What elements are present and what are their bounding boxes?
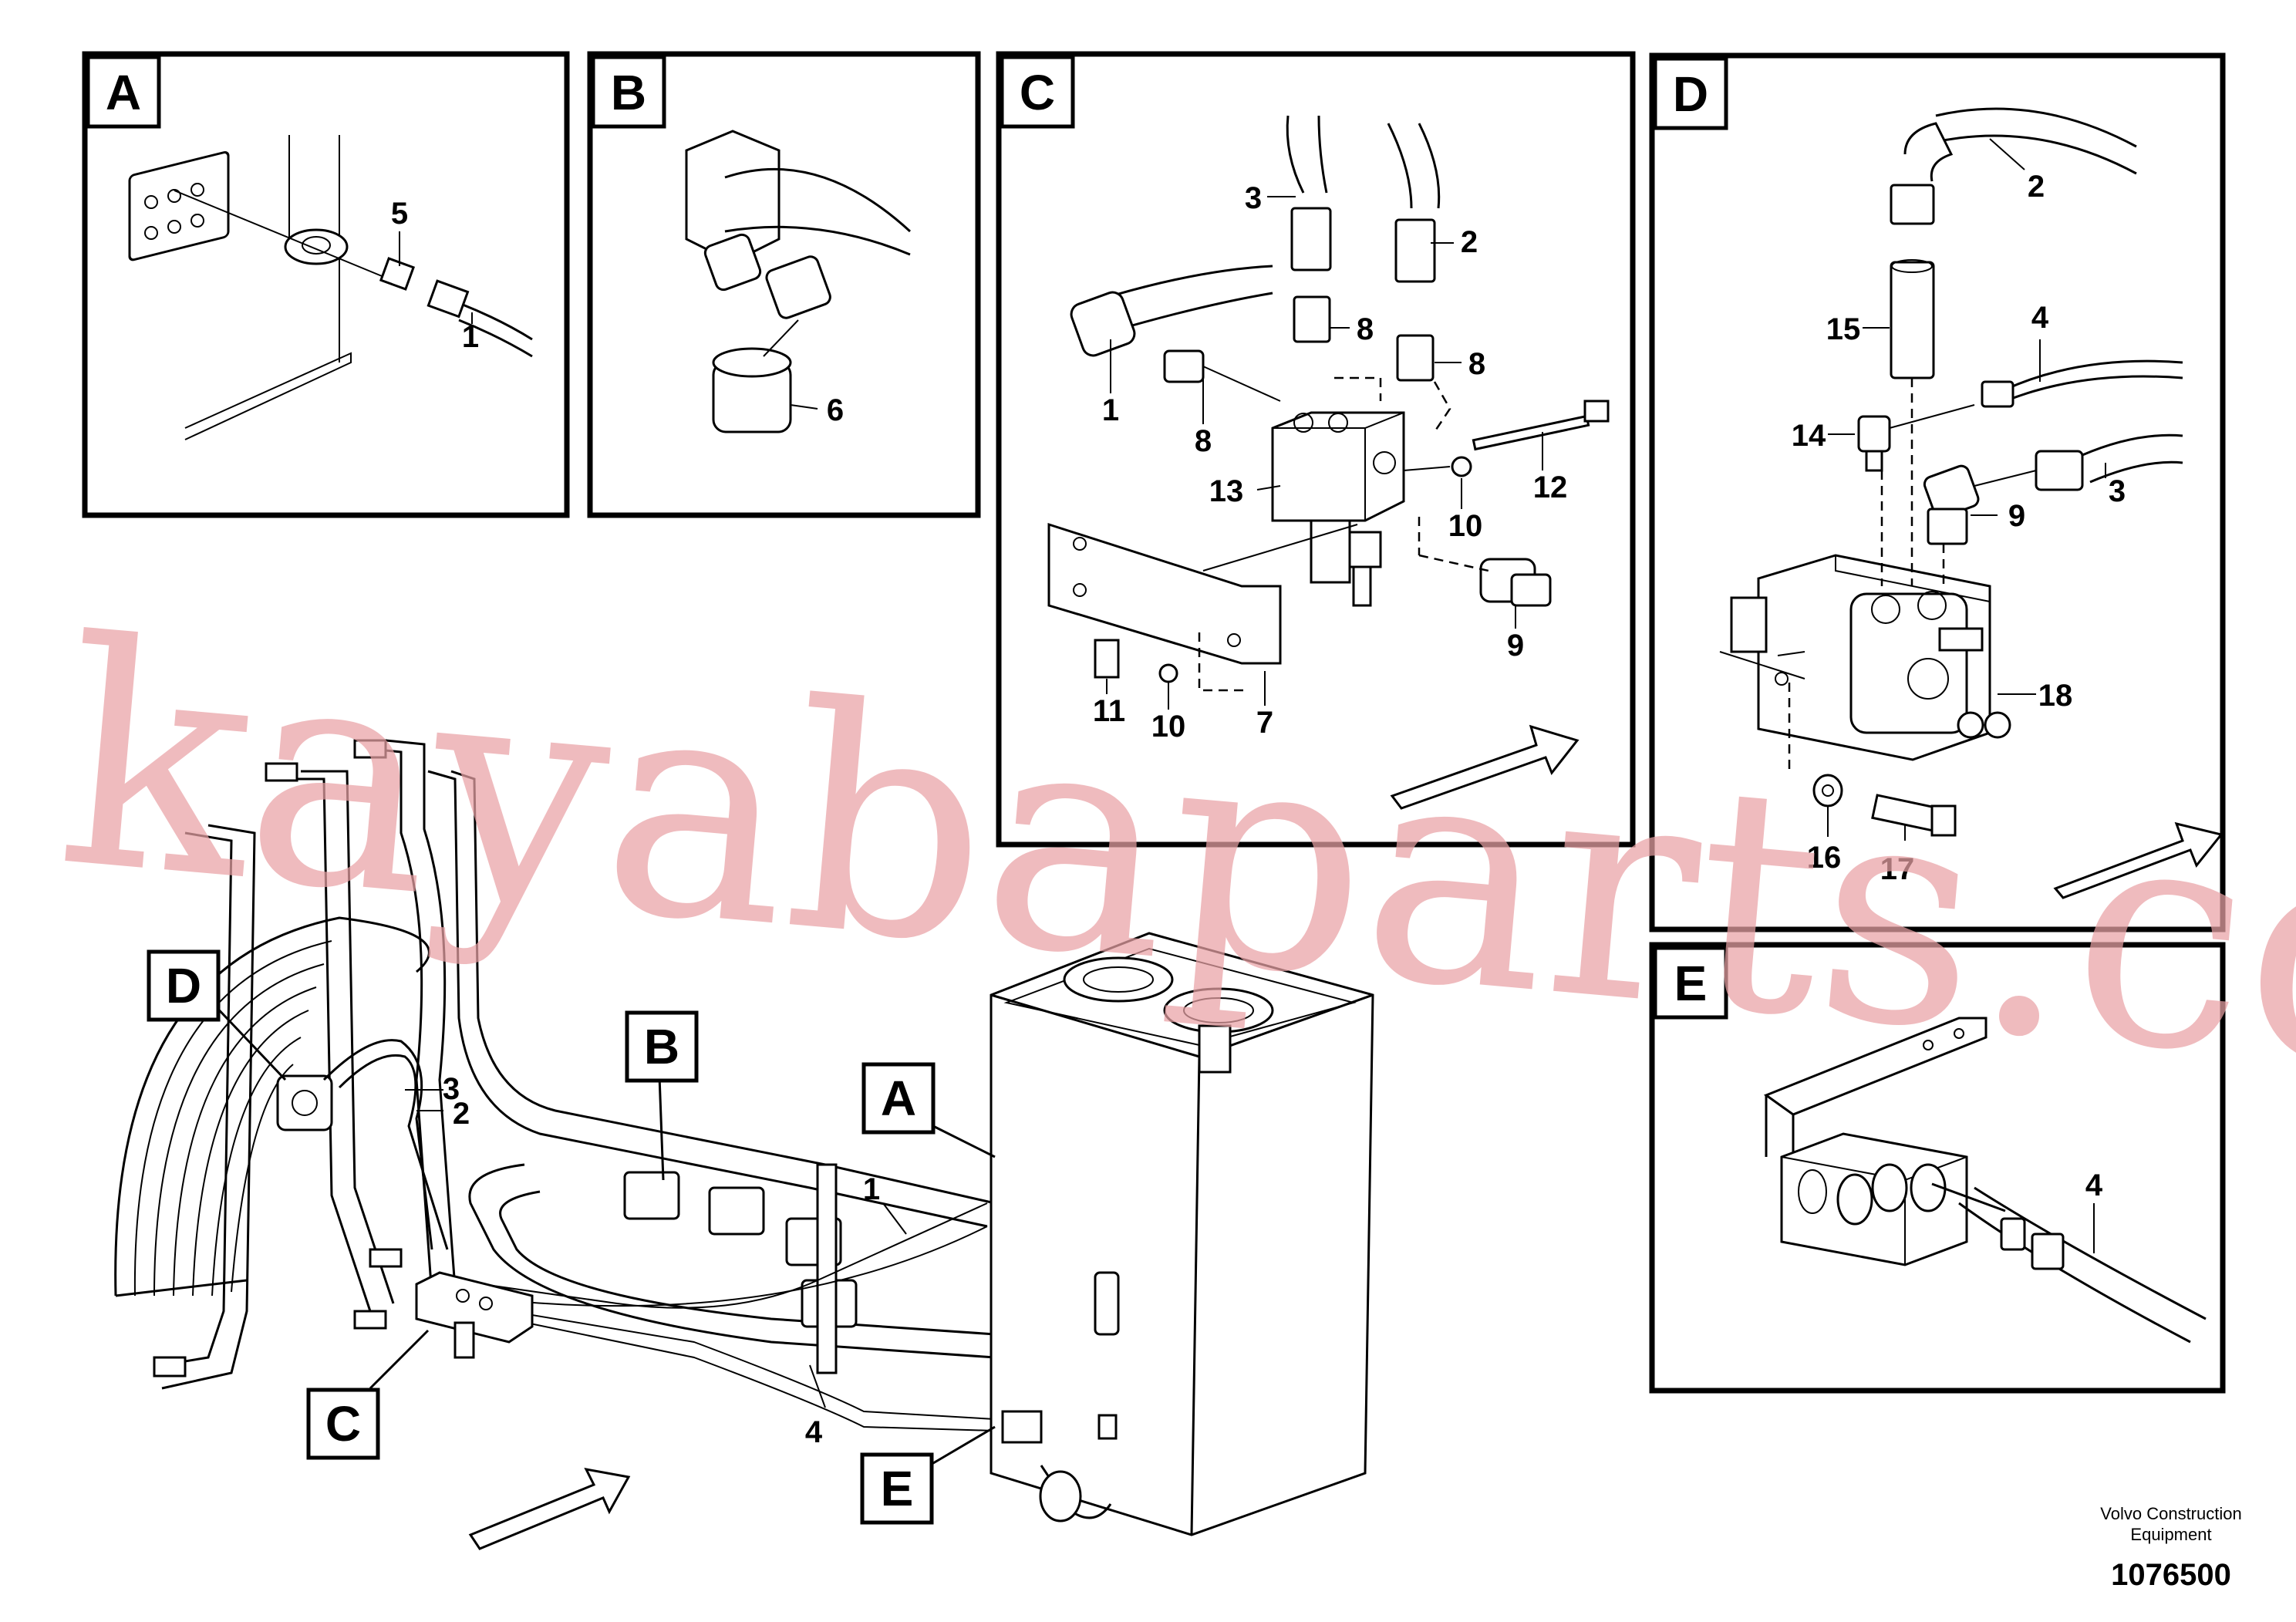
footer: Volvo Construction Equipment 1076500: [2100, 1504, 2241, 1592]
hydraulic-tank: [990, 932, 1374, 1536]
main-tag-c: C: [325, 1396, 361, 1452]
fan-shroud: [114, 916, 430, 1297]
callout-c-8-left: 8: [1195, 424, 1212, 458]
panel-c-drawing: [1047, 115, 1610, 810]
callout-d-18: 18: [2038, 679, 2073, 713]
panel-a-drawing: [128, 135, 533, 440]
main-callout-3: 3: [443, 1072, 460, 1106]
suction-pipe: [427, 770, 996, 1374]
direction-arrow: [468, 1467, 631, 1550]
panel-e-drawing: [1763, 1017, 2207, 1344]
footer-line-2: Equipment: [2130, 1525, 2211, 1544]
panel-a-tag: A: [106, 65, 141, 120]
panel-b: B 6: [587, 51, 981, 518]
panel-d: D: [1649, 52, 2226, 932]
panel-a: A 5 1: [82, 51, 570, 518]
callout-c-8-top-left: 8: [1357, 312, 1374, 346]
panel-b-drawing: [685, 130, 912, 433]
callout-c-2: 2: [1461, 225, 1478, 259]
callout-c-10-bottom: 10: [1151, 710, 1186, 744]
callout-e-4: 4: [2085, 1168, 2103, 1202]
callout-b-6: 6: [827, 393, 844, 427]
panel-c-tag: C: [1020, 65, 1055, 120]
callout-d-9: 9: [2008, 499, 2025, 533]
fan-pump: [276, 1074, 333, 1131]
callout-c-12: 12: [1533, 470, 1568, 504]
main-tag-b: B: [644, 1019, 679, 1074]
callout-c-9: 9: [1507, 629, 1524, 663]
callout-c-11: 11: [1093, 694, 1125, 728]
main-tag-e: E: [881, 1461, 914, 1516]
main-overview-drawing: [114, 739, 1374, 1550]
hydraulic-hoses: [322, 1039, 996, 1431]
main-valve-block: [415, 1271, 534, 1359]
callout-d-16: 16: [1807, 841, 1842, 875]
callout-a-5: 5: [391, 197, 408, 231]
main-tag-a: A: [881, 1071, 916, 1126]
main-callout-2: 2: [453, 1097, 470, 1131]
callout-c-10-right: 10: [1448, 509, 1483, 543]
callout-d-3: 3: [2109, 474, 2126, 508]
main-callout-4: 4: [805, 1415, 823, 1449]
callout-d-2: 2: [2028, 170, 2045, 204]
panel-e-tag: E: [1674, 956, 1708, 1011]
callout-d-15: 15: [1826, 312, 1861, 346]
cooler-pipes: [153, 739, 457, 1390]
main-callout-1: 1: [863, 1172, 880, 1206]
callout-c-3: 3: [1245, 181, 1262, 215]
panel-e: E 4: [1649, 942, 2226, 1394]
callout-c-1: 1: [1102, 393, 1119, 427]
panel-c: C: [996, 51, 1636, 848]
callout-d-14: 14: [1792, 419, 1826, 453]
main-tag-d: D: [166, 958, 201, 1013]
main-tags: D B A C E: [147, 949, 936, 1525]
panel-d-drawing: [1719, 107, 2224, 899]
callout-c-13: 13: [1209, 474, 1244, 508]
callout-c-8-top-right: 8: [1468, 347, 1485, 381]
panel-d-tag: D: [1673, 66, 1708, 122]
panel-b-tag: B: [611, 65, 646, 120]
callout-d-4: 4: [2031, 301, 2049, 335]
callout-c-7: 7: [1256, 706, 1273, 740]
callout-a-1: 1: [462, 320, 479, 354]
drawing-number: 1076500: [2111, 1558, 2231, 1592]
footer-line-1: Volvo Construction: [2100, 1504, 2241, 1523]
callout-d-17: 17: [1880, 852, 1915, 886]
